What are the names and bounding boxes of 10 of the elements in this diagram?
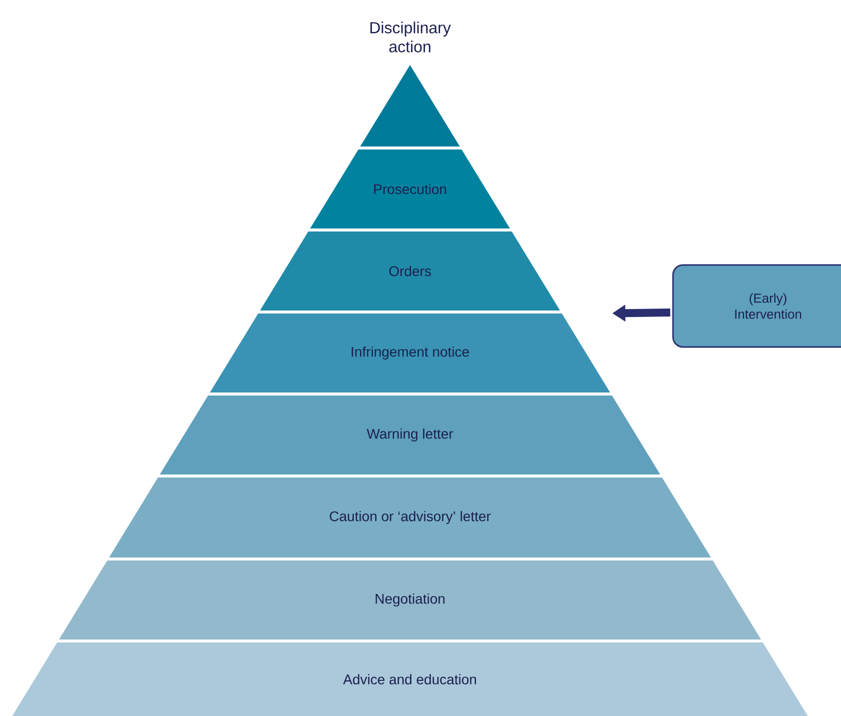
pyramid-layer: Infringement notice: [210, 314, 610, 392]
pyramid-tip: Disciplinary action: [360, 22, 460, 146]
pyramid-layer: Orders: [260, 232, 560, 310]
pyramid-layer: Caution or ‘advisory’ letter: [109, 478, 711, 558]
pyramid-layer: Negotiation: [58, 560, 762, 640]
node-label: Disciplinary action: [370, 22, 451, 52]
pyramid-layer: Warning letter: [160, 396, 660, 474]
callout-box: (Early) Intervention: [672, 264, 841, 348]
pyramid-layer: Prosecution: [310, 150, 510, 228]
pyramid-layer: Advice and education: [12, 642, 808, 716]
